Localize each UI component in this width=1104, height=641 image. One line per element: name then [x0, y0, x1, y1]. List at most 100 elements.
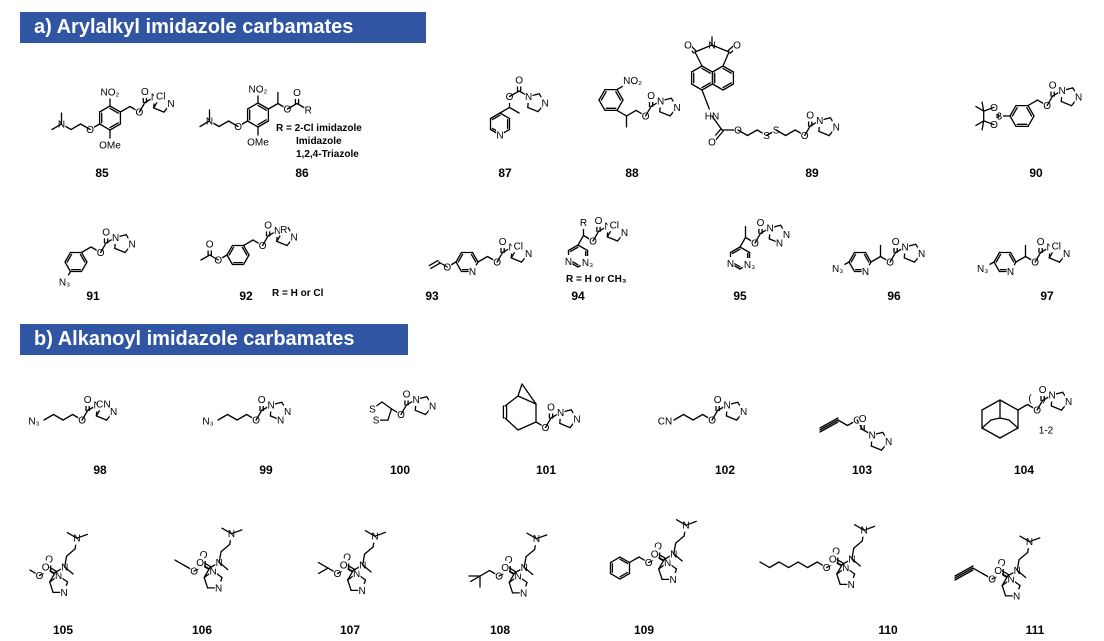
carbonyl-oxygen: O [258, 395, 266, 406]
imidazole-n: N [673, 103, 680, 114]
cyano-substituent: CN [96, 399, 110, 410]
azide-group: N₃ [832, 264, 843, 275]
amide-n: N [521, 563, 528, 574]
compound-label: 96 [887, 289, 901, 303]
compound-label: 89 [805, 166, 819, 180]
amide-oxygen: O [994, 566, 1002, 577]
ester-oxygen: O [1043, 101, 1051, 112]
imidazole-n: N [514, 572, 521, 583]
section-b-title: b) Alkanoyl imidazole carbamates [20, 324, 408, 355]
compound-label: 85 [95, 166, 109, 180]
compound-85: NO₂OMeONOONNCl85 [51, 85, 175, 180]
thiolane-s: S [369, 404, 376, 415]
compound-98: N₃OONNCN98 [27, 393, 118, 477]
amine-n: N [371, 532, 378, 543]
ester-oxygen: O [284, 105, 292, 116]
imidazole-n: N [723, 401, 730, 412]
azide-group: N₃ [28, 417, 39, 428]
compound-label: 99 [259, 463, 273, 477]
r-group-note: 1,2,4-Triazole [296, 149, 359, 160]
r-group-note: R = H or CH₃ [566, 274, 627, 285]
amide-oxygen: O [651, 549, 659, 560]
compound-label: 101 [536, 463, 556, 477]
imidazole-n: N [664, 558, 671, 569]
compound-label: 90 [1029, 166, 1043, 180]
imidazole-n: N [1058, 86, 1065, 97]
ether-oxygen: O [86, 125, 94, 136]
compound-label: 95 [733, 289, 747, 303]
amine-n: N [73, 534, 80, 545]
carbonyl-oxygen: O [141, 87, 149, 98]
r-group: R [305, 106, 312, 117]
ester-oxygen: O [214, 256, 222, 267]
ester-oxygen: O [589, 237, 597, 248]
r-group-note: R = 2-Cl imidazole [276, 123, 362, 134]
imidazole-n: N [112, 233, 119, 244]
ester-oxygen: O [708, 416, 716, 427]
carbonyl-oxygen: O [654, 542, 662, 553]
disulfide-s: S [773, 126, 780, 137]
compound-label: 98 [93, 463, 107, 477]
carbonyl-oxygen: O [200, 550, 208, 561]
carbonyl-oxygen: O [806, 111, 814, 122]
ester-oxygen: O [642, 111, 650, 122]
imidazole-n: N [525, 92, 532, 103]
ester-oxygen: O [397, 410, 405, 421]
ester-oxygen: O [136, 108, 144, 119]
carbonyl-oxygen: O [515, 76, 523, 87]
methoxy-group: OMe [247, 138, 269, 149]
imidazole-n: N [128, 240, 135, 251]
section-a-title: a) Arylalkyl imidazole carbamates [20, 12, 426, 43]
carbonyl-oxygen: O [45, 555, 53, 566]
r-group: R [580, 218, 587, 229]
compound-label: 111 [1026, 623, 1045, 637]
carbonyl-oxygen: O [1037, 237, 1045, 248]
thiolane-s: S [373, 416, 380, 427]
compound-label: 108 [490, 623, 510, 637]
triazole-n: N [783, 230, 790, 241]
imidazole-n: N [901, 243, 908, 254]
imidazole-n: N [55, 571, 62, 582]
amine-n: N [533, 534, 540, 545]
ester-oxygen: O [1031, 258, 1039, 269]
compound-label: 109 [634, 623, 654, 637]
pyridine-n: N [469, 267, 476, 278]
imidazole-n: N [358, 586, 365, 597]
amide-n: N [670, 549, 677, 560]
ester-oxygen: O [645, 558, 653, 569]
carbonyl-oxygen: O [293, 88, 301, 99]
amide-n: N [216, 558, 223, 569]
ester-oxygen: O [988, 575, 996, 586]
amine-n: N [682, 521, 689, 532]
r-group-note: R = H or Cl [272, 288, 324, 299]
carbonyl-oxygen: O [1049, 81, 1057, 92]
imidazole-n: N [541, 99, 548, 110]
amide-n: N [1014, 566, 1021, 577]
ester-oxygen: O [823, 563, 831, 574]
carbonyl-oxygen: O [505, 555, 513, 566]
chloro-substituent: Cl [156, 91, 165, 102]
compound-93: NOOONNCl93 [425, 235, 533, 303]
compound-label: 91 [86, 289, 100, 303]
compound-label: 106 [192, 623, 212, 637]
amine-n: N [58, 120, 65, 131]
amide-oxygen: O [501, 563, 509, 574]
compound-label: 107 [340, 623, 360, 637]
nitro-group: NO₂ [623, 76, 642, 87]
amide-n: N [848, 554, 855, 565]
amide-oxygen: O [42, 562, 50, 573]
carbonyl-oxygen: O [832, 547, 840, 558]
pyridine-n: N [862, 267, 869, 278]
ether-oxygen: O [443, 263, 451, 274]
carbonyl-oxygen: O [264, 220, 272, 231]
compound-label: 87 [498, 166, 512, 180]
imidazole-n: N [429, 402, 436, 413]
amide-n: N [359, 560, 366, 571]
